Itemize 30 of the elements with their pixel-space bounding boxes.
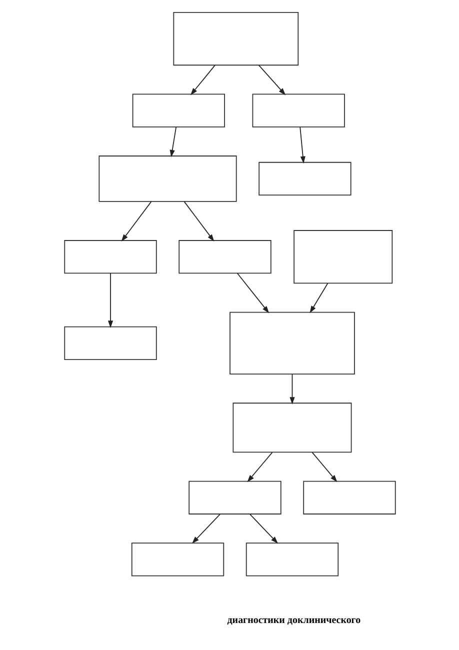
node-box: [64, 240, 156, 274]
node-box: [245, 542, 338, 576]
label: диагностики доклинического: [226, 614, 360, 626]
arrow: [249, 514, 278, 544]
node-box: [232, 402, 352, 453]
node-box: [252, 94, 344, 128]
node-box: [293, 230, 392, 284]
node-box: [98, 156, 236, 202]
node-box: [178, 240, 271, 274]
node-box: [229, 312, 354, 375]
node-box: [130, 542, 224, 576]
arrow: [183, 201, 214, 242]
arrow: [309, 282, 328, 314]
arrow: [258, 64, 286, 96]
node-box: [132, 94, 224, 128]
node-box: [188, 480, 281, 514]
arrow: [120, 201, 152, 242]
arrow: [289, 374, 294, 404]
arrow: [169, 126, 176, 158]
node-box: [302, 480, 396, 514]
node-box: [258, 162, 351, 196]
arrow: [236, 272, 269, 314]
node-box: [172, 12, 298, 66]
arrow: [299, 126, 305, 164]
node-box: [64, 326, 156, 360]
arrow: [107, 272, 113, 328]
arrow: [311, 452, 337, 482]
arrow: [190, 64, 215, 96]
arrow: [191, 514, 220, 544]
arrow: [246, 452, 272, 482]
